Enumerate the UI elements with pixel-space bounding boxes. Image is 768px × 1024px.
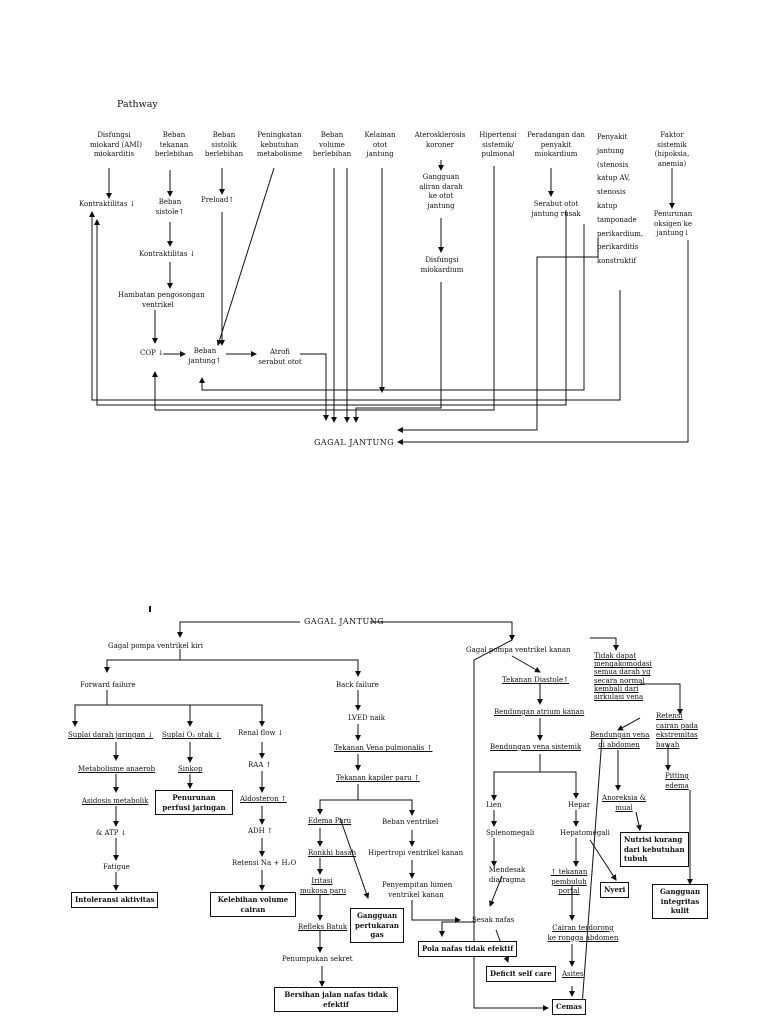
- beban-ventrikel: Beban ventrikel: [382, 818, 439, 826]
- renal-flow: Renal flow ↓: [238, 729, 284, 737]
- sesak-nafas: Sesak nafas: [472, 916, 515, 924]
- cause-peradangan: Peradangan dan penyakit miokardium: [527, 131, 585, 158]
- hepatomegali: Hepatomegali: [560, 829, 610, 837]
- kelebihan-volume: Kelebihan volume cairan: [210, 892, 296, 917]
- anoreksia-mual: Anoreksia & mual: [602, 794, 646, 812]
- back-failure: Back failure: [336, 681, 379, 689]
- asidosis-metabolik: Asidosis metabolik: [82, 797, 149, 805]
- cairan-abdomen: Cairan terdorong ke rongga abdomen: [547, 924, 619, 942]
- beban-sistole: Beban sistole↑: [155, 198, 185, 216]
- cop: COP ↓: [140, 349, 164, 357]
- raa: RAA ↑: [248, 761, 272, 769]
- gagal-ventrikel-kiri: Gagal pompa ventrikel kiri: [108, 642, 204, 650]
- cause-beban-volume: Beban volume berlebihan: [312, 131, 352, 158]
- refleks-batuk: Refleks Batuk: [298, 923, 348, 931]
- asites: Asites: [562, 970, 584, 978]
- cause-peningkatan-metabolisme: Peningkatan kebutuhan metabolisme: [256, 131, 303, 158]
- cause-hipertensi: Hipertensi sistemik/ pulmonal: [479, 131, 517, 158]
- retensi-na-h2o: Retensi Na + H₂O: [232, 859, 297, 867]
- pitting-edema: Pitting edema: [665, 772, 689, 790]
- cause-kelainan-otot: Kelainan otot jantung: [364, 131, 396, 158]
- atrofi-serabut: Atrofi serabut otot: [258, 348, 302, 366]
- cemas: Cemas: [552, 999, 586, 1015]
- tekanan-vena-pulmonalis: Tekanan Vena pulmonalis ↑: [334, 744, 433, 752]
- cause-beban-sistolik: Beban sistolik berlebihan: [204, 131, 244, 158]
- tidak-dapat-mengakomodasi: Tidak dapat mengakomodasi semua darah yg…: [594, 652, 652, 702]
- penyempitan-lumen: Penyempitan lumen ventrikel kanan: [382, 881, 453, 899]
- bendungan-vena-sistemik: Bendungan vena sistemik: [490, 743, 582, 751]
- intoleransi-aktivitas: Intoleransi aktivitas: [71, 892, 159, 908]
- serabut-otot-rusak: Serabut otot jantung rusak: [531, 200, 581, 218]
- iritasi-mukosa: Iritasi mukosa paru: [300, 877, 347, 895]
- gagal-ventrikel-kanan: Gagal pompa ventrikel kanan: [466, 646, 571, 654]
- lved-naik: LVED naik: [348, 714, 385, 722]
- nyeri: Nyeri: [600, 882, 630, 898]
- bersihan-jalan-nafas: Bersihan jalan nafas tidak efektif: [274, 987, 398, 1012]
- retensi-cairan: Retensi cairan pada ekstremitas bawah: [656, 712, 698, 749]
- splenomegali: Splenomegali: [486, 829, 535, 837]
- hepar: Hepar: [568, 801, 591, 809]
- cause-penyakit-jantung: Penyakit jantung (stenosis katup AV, ste…: [597, 133, 644, 266]
- gagal-jantung-1: GAGAL JANTUNG: [314, 438, 395, 447]
- disfungsi-miokardium: Disfungsi miokardium: [420, 256, 464, 274]
- edema-paru: Edema Paru: [308, 817, 352, 825]
- tekanan-kapiler-paru: Tekanan kapiler paru ↑: [336, 774, 420, 782]
- penurunan-perfusi: Penurunan perfusi jaringan: [155, 790, 233, 815]
- tekanan-pembuluh-portal: ↑ tekanan pembuluh portal: [550, 868, 588, 895]
- cause-disfungsi-miokard: Disfungsi miokard (AMI) miokarditis: [90, 131, 143, 158]
- tekanan-diastole: Tekanan Diastole↑: [502, 676, 569, 684]
- hipertropi-ventrikel: Hipertropi ventrikel kanan: [368, 849, 464, 857]
- pola-nafas: Pola nafas tidak efektif: [418, 941, 518, 957]
- fatigue: Fatigue: [103, 863, 130, 871]
- penurunan-oksigen: Penurunan oksigen ke jantung↓: [653, 210, 693, 237]
- gangguan-pertukaran-gas: Gangguan pertukaran gas: [350, 908, 404, 943]
- bendungan-vena-abdomen: Bendungan vena di abdomen: [590, 731, 650, 749]
- nutrisi-kurang: Nutrisi kurang dari kebutuhan tubuh: [620, 832, 689, 867]
- atp: & ATP ↓: [96, 829, 127, 837]
- lien: Lien: [486, 801, 502, 809]
- metabolisme-anaerob: Metabolisme anaerob: [78, 765, 156, 773]
- sinkop: Sinkop: [178, 765, 203, 773]
- mendesak-diafragma: Mendesak diafragma: [488, 866, 526, 884]
- gangguan-aliran-darah: Gangguan aliran darah ke otot jantung: [419, 173, 463, 210]
- penumpukan-sekret: Penumpukan sekret: [282, 955, 353, 963]
- kontraktilitas-1: Kontraktilitas ↓: [79, 200, 136, 208]
- ronkhi-basah: Ronkhi basah: [308, 849, 357, 857]
- deficit-self-care: Deficit self care: [486, 966, 556, 982]
- bendungan-atrium: Bendungan atrium kanan: [494, 708, 585, 716]
- aldosteron: Aldosteron ↑: [240, 795, 287, 803]
- cause-aterosklerosis: Aterosklerosis koroner: [414, 131, 466, 149]
- suplai-darah: Suplai darah jaringan ↓: [68, 731, 154, 739]
- kontraktilitas-2: Kontraktilitas ↓: [139, 250, 196, 258]
- gagal-jantung-2: GAGAL JANTUNG: [304, 617, 385, 626]
- cause-faktor-sistemik: Faktor sistemik (hipoksia, anemia): [654, 131, 690, 168]
- pathway-title: Pathway: [117, 99, 158, 110]
- beban-jantung: Beban jantung↑: [188, 347, 222, 365]
- hambatan-pengosongan: Hambatan pengosongan ventrikel: [118, 291, 205, 309]
- cause-beban-tekanan: Beban tekanan berlebihan: [154, 131, 194, 158]
- gangguan-integritas-kulit: Gangguan integritas kulit: [652, 884, 708, 919]
- suplai-o2-otak: Suplai O₂ otak ↓: [162, 731, 221, 739]
- preload: Preload↑: [201, 196, 235, 204]
- forward-failure: Forward failure: [80, 681, 136, 689]
- adh: ADH ↑: [248, 827, 273, 835]
